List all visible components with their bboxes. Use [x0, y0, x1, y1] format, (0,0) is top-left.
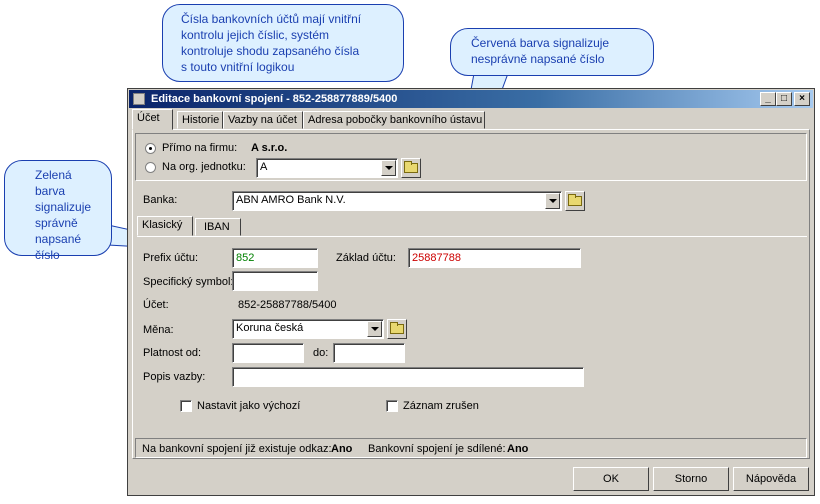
callout-text-line: s touto vnitřní logikou	[181, 60, 295, 74]
callout-text-line: správně	[35, 216, 78, 230]
callout-validation-info: Čísla bankovních účtů mají vnitřní kontr…	[162, 4, 404, 82]
callout-text-line: nesprávně napsané číslo	[471, 52, 605, 66]
callout-text-line: Zelená barva	[35, 168, 72, 198]
dropdown-arrow-icon[interactable]	[381, 160, 396, 176]
minimize-button[interactable]: _	[760, 92, 776, 106]
callout-red-info: Červená barva signalizuje nesprávně naps…	[450, 28, 654, 76]
callout-text-line: kontroluje shodu zapsaného čísla	[181, 44, 360, 58]
subtab-iban[interactable]: IBAN	[195, 218, 241, 236]
default-checkbox[interactable]	[180, 400, 192, 412]
bank-browse-button[interactable]	[565, 191, 585, 211]
dropdown-arrow-icon[interactable]	[545, 193, 560, 209]
status-shared-label: Bankovní spojení je sdílené:	[368, 443, 506, 455]
radio-firm-label: Přímo na firmu:	[162, 142, 238, 154]
folder-icon	[404, 161, 418, 173]
window-title: Editace bankovní spojení - 852-258877889…	[151, 93, 398, 105]
app-icon	[133, 93, 145, 105]
tab-vazby[interactable]: Vazby na účet	[223, 111, 303, 129]
tab-historie[interactable]: Historie	[177, 111, 223, 129]
subtab-divider	[137, 236, 807, 237]
status-bar: Na bankovní spojení již existuje odkaz: …	[135, 438, 807, 458]
valid-to-label: do:	[313, 347, 329, 359]
specific-symbol-input[interactable]	[232, 271, 318, 291]
cancel-button[interactable]: Storno	[653, 467, 729, 491]
maximize-button[interactable]: □	[776, 92, 792, 106]
radio-unit[interactable]	[145, 162, 156, 173]
callout-text-line: kontrolu jejich číslic, systém	[181, 28, 330, 42]
currency-select[interactable]: Koruna česká	[232, 319, 384, 339]
default-checkbox-label: Nastavit jako výchozí	[197, 400, 301, 412]
dialog-window: Editace bankovní spojení - 852-258877889…	[127, 88, 815, 496]
status-ref-label: Na bankovní spojení již existuje odkaz:	[142, 443, 332, 455]
tab-panel: Přímo na firmu: A s.r.o. Na org. jednotk…	[132, 129, 810, 459]
owner-group: Přímo na firmu: A s.r.o. Na org. jednotk…	[135, 133, 807, 181]
description-input[interactable]	[232, 367, 584, 387]
tab-ucet[interactable]: Účet	[132, 109, 173, 130]
unit-select[interactable]: A	[256, 158, 398, 178]
description-label: Popis vazby:	[143, 371, 206, 383]
ok-button[interactable]: OK	[573, 467, 649, 491]
firm-value: A s.r.o.	[251, 142, 288, 154]
callout-text-line: signalizuje	[35, 200, 92, 214]
bank-select[interactable]: ABN AMRO Bank N.V.	[232, 191, 562, 211]
callout-green-info: Zelená barva signalizuje správně napsané…	[4, 160, 112, 262]
callout-text-line: Čísla bankovních účtů mají vnitřní	[181, 12, 362, 26]
cancelled-checkbox-label: Záznam zrušen	[403, 400, 479, 412]
radio-firm[interactable]	[145, 143, 156, 154]
valid-from-input[interactable]	[232, 343, 304, 363]
valid-to-input[interactable]	[333, 343, 405, 363]
prefix-label: Prefix účtu:	[143, 252, 199, 264]
status-ref-value: Ano	[331, 443, 353, 455]
bank-label: Banka:	[143, 194, 178, 206]
currency-select-value: Koruna česká	[236, 322, 304, 334]
callout-text-line: Červená barva signalizuje	[471, 36, 610, 50]
help-button[interactable]: Nápověda	[733, 467, 809, 491]
prefix-input[interactable]: 852	[232, 248, 318, 268]
cancelled-checkbox[interactable]	[386, 400, 398, 412]
account-label: Účet:	[143, 299, 169, 311]
base-input[interactable]: 25887788	[408, 248, 581, 268]
tab-adresa[interactable]: Adresa pobočky bankovního ústavu	[303, 111, 485, 129]
subtab-klasicky[interactable]: Klasický	[137, 216, 193, 236]
unit-browse-button[interactable]	[401, 158, 421, 178]
unit-select-value: A	[260, 161, 268, 173]
radio-unit-label: Na org. jednotku:	[162, 161, 246, 173]
status-shared-value: Ano	[507, 443, 529, 455]
account-value: 852-25887788/5400	[238, 299, 337, 311]
callout-text-line: číslo	[35, 248, 60, 262]
folder-icon	[390, 322, 404, 334]
valid-from-label: Platnost od:	[143, 347, 202, 359]
currency-label: Měna:	[143, 324, 174, 336]
dropdown-arrow-icon[interactable]	[367, 321, 382, 337]
callout-text-line: napsané	[35, 232, 82, 246]
base-label: Základ účtu:	[336, 252, 396, 264]
close-button[interactable]: ×	[794, 92, 810, 106]
currency-browse-button[interactable]	[387, 319, 407, 339]
bank-select-value: ABN AMRO Bank N.V.	[236, 194, 346, 206]
folder-icon	[568, 194, 582, 206]
specific-symbol-label: Specifický symbol:	[143, 276, 234, 288]
title-bar[interactable]: Editace bankovní spojení - 852-258877889…	[129, 90, 813, 108]
